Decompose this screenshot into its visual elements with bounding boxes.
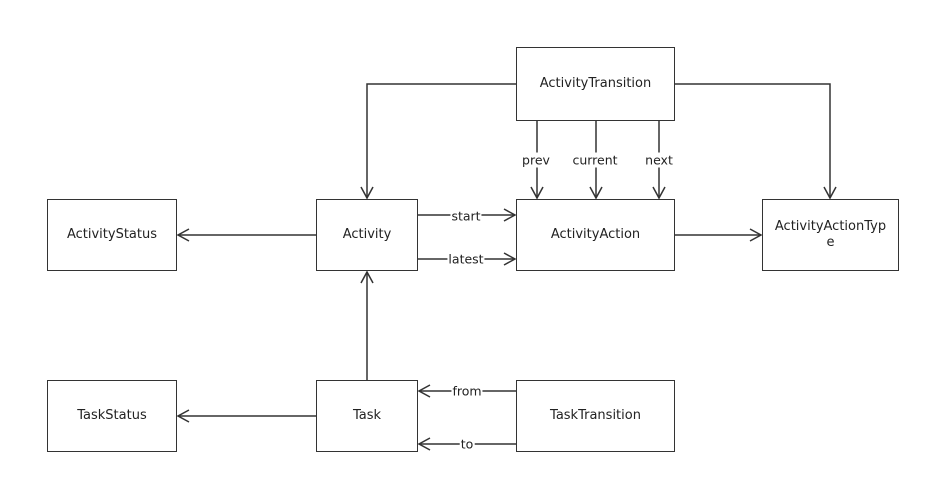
node-task-status: TaskStatus — [47, 380, 177, 452]
node-activity-action: ActivityAction — [516, 199, 675, 271]
edge-label-current: current — [571, 152, 619, 168]
arrowhead — [503, 252, 517, 266]
edge-transition-to-activity — [366, 83, 517, 198]
arrowhead — [823, 186, 837, 200]
edge-label-prev: prev — [521, 152, 551, 168]
node-activity: Activity — [316, 199, 418, 271]
arrowhead — [176, 409, 190, 423]
node-task-transition: TaskTransition — [516, 380, 675, 452]
edge-label-latest: latest — [447, 251, 485, 267]
node-activity-action-type: ActivityActionType — [762, 199, 899, 271]
edge-label-next: next — [644, 152, 674, 168]
arrowhead — [652, 186, 666, 200]
arrowhead — [360, 186, 374, 200]
edge-label-from: from — [451, 383, 483, 399]
node-activity-status: ActivityStatus — [47, 199, 177, 271]
arrowhead — [417, 437, 431, 451]
node-task: Task — [316, 380, 418, 452]
arrowhead — [530, 186, 544, 200]
arrowhead — [749, 228, 763, 242]
arrowhead — [589, 186, 603, 200]
arrowhead — [360, 270, 374, 284]
arrowhead — [503, 208, 517, 222]
node-activity-transition: ActivityTransition — [516, 47, 675, 121]
arrowhead — [176, 228, 190, 242]
arrowhead — [417, 384, 431, 398]
edge-label-start: start — [450, 208, 482, 224]
edge-label-to: to — [459, 436, 475, 452]
edge-transition-to-action-type — [674, 83, 831, 198]
